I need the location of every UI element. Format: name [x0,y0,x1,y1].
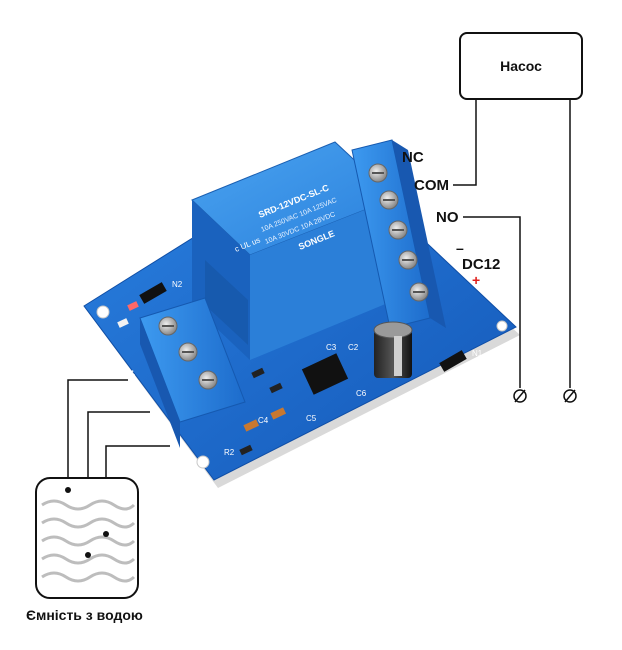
smd-resistor [239,444,253,456]
terminal-label-no: NO [436,209,459,226]
component-label: C2 [348,343,359,352]
terminal-label-nc: NC [402,149,424,166]
screw-icon [409,282,429,302]
screw-icon [158,316,178,336]
diode-n1 [439,350,467,372]
component-label: N2 [172,280,183,289]
terminal-label-dc: DC12 [462,256,501,273]
water-wave-icon [41,499,136,583]
wire-com [453,100,477,186]
mount-hole-icon [96,305,110,319]
terminal-label-plus: + [472,272,481,288]
ic-chip [301,353,349,395]
component-label: C3 [326,343,337,352]
screw-icon [388,220,408,240]
electrolytic-capacitor [373,321,413,378]
electrode-icon [65,487,71,493]
output-connector-icon [563,389,577,403]
pump-label: Насос [500,58,542,74]
pcb-components: N2 N1 C3 C2 C4 C5 C6 R2 [117,280,483,457]
component-label: C5 [306,414,317,423]
mount-hole-icon [496,320,508,332]
smd-resistor [251,367,265,379]
screw-icon [198,370,218,390]
container-caption: Ємність з водою [26,607,143,623]
led-icon [127,301,139,311]
diode-n2 [139,282,167,304]
component-label: R2 [224,448,235,457]
electrode-icon [103,531,109,537]
smd-capacitor [270,407,287,420]
component-label: C6 [356,389,367,398]
water-container [35,477,139,599]
screw-icon [379,190,399,210]
output-connector-icon [513,389,527,403]
wire-no [463,216,521,388]
terminal-label-minus: – [456,240,464,256]
terminal-label-com: COM [414,177,449,194]
smd-capacitor [243,419,260,432]
relay-module: SRD-12VDC-SL-C 10A 250VAC 10A 125VAC 10A… [191,141,396,360]
smd-resistor [269,382,283,394]
wire-high [67,379,128,490]
mount-hole-icon [196,455,210,469]
screw-icon [398,250,418,270]
output-terminal-block [351,139,446,329]
component-label: C4 [258,416,269,425]
led-icon [117,318,129,328]
pump-box: Насос [459,32,583,100]
screw-icon [178,342,198,362]
screw-icon [368,163,388,183]
electrode-icon [85,552,91,558]
component-label: N1 [472,349,483,358]
